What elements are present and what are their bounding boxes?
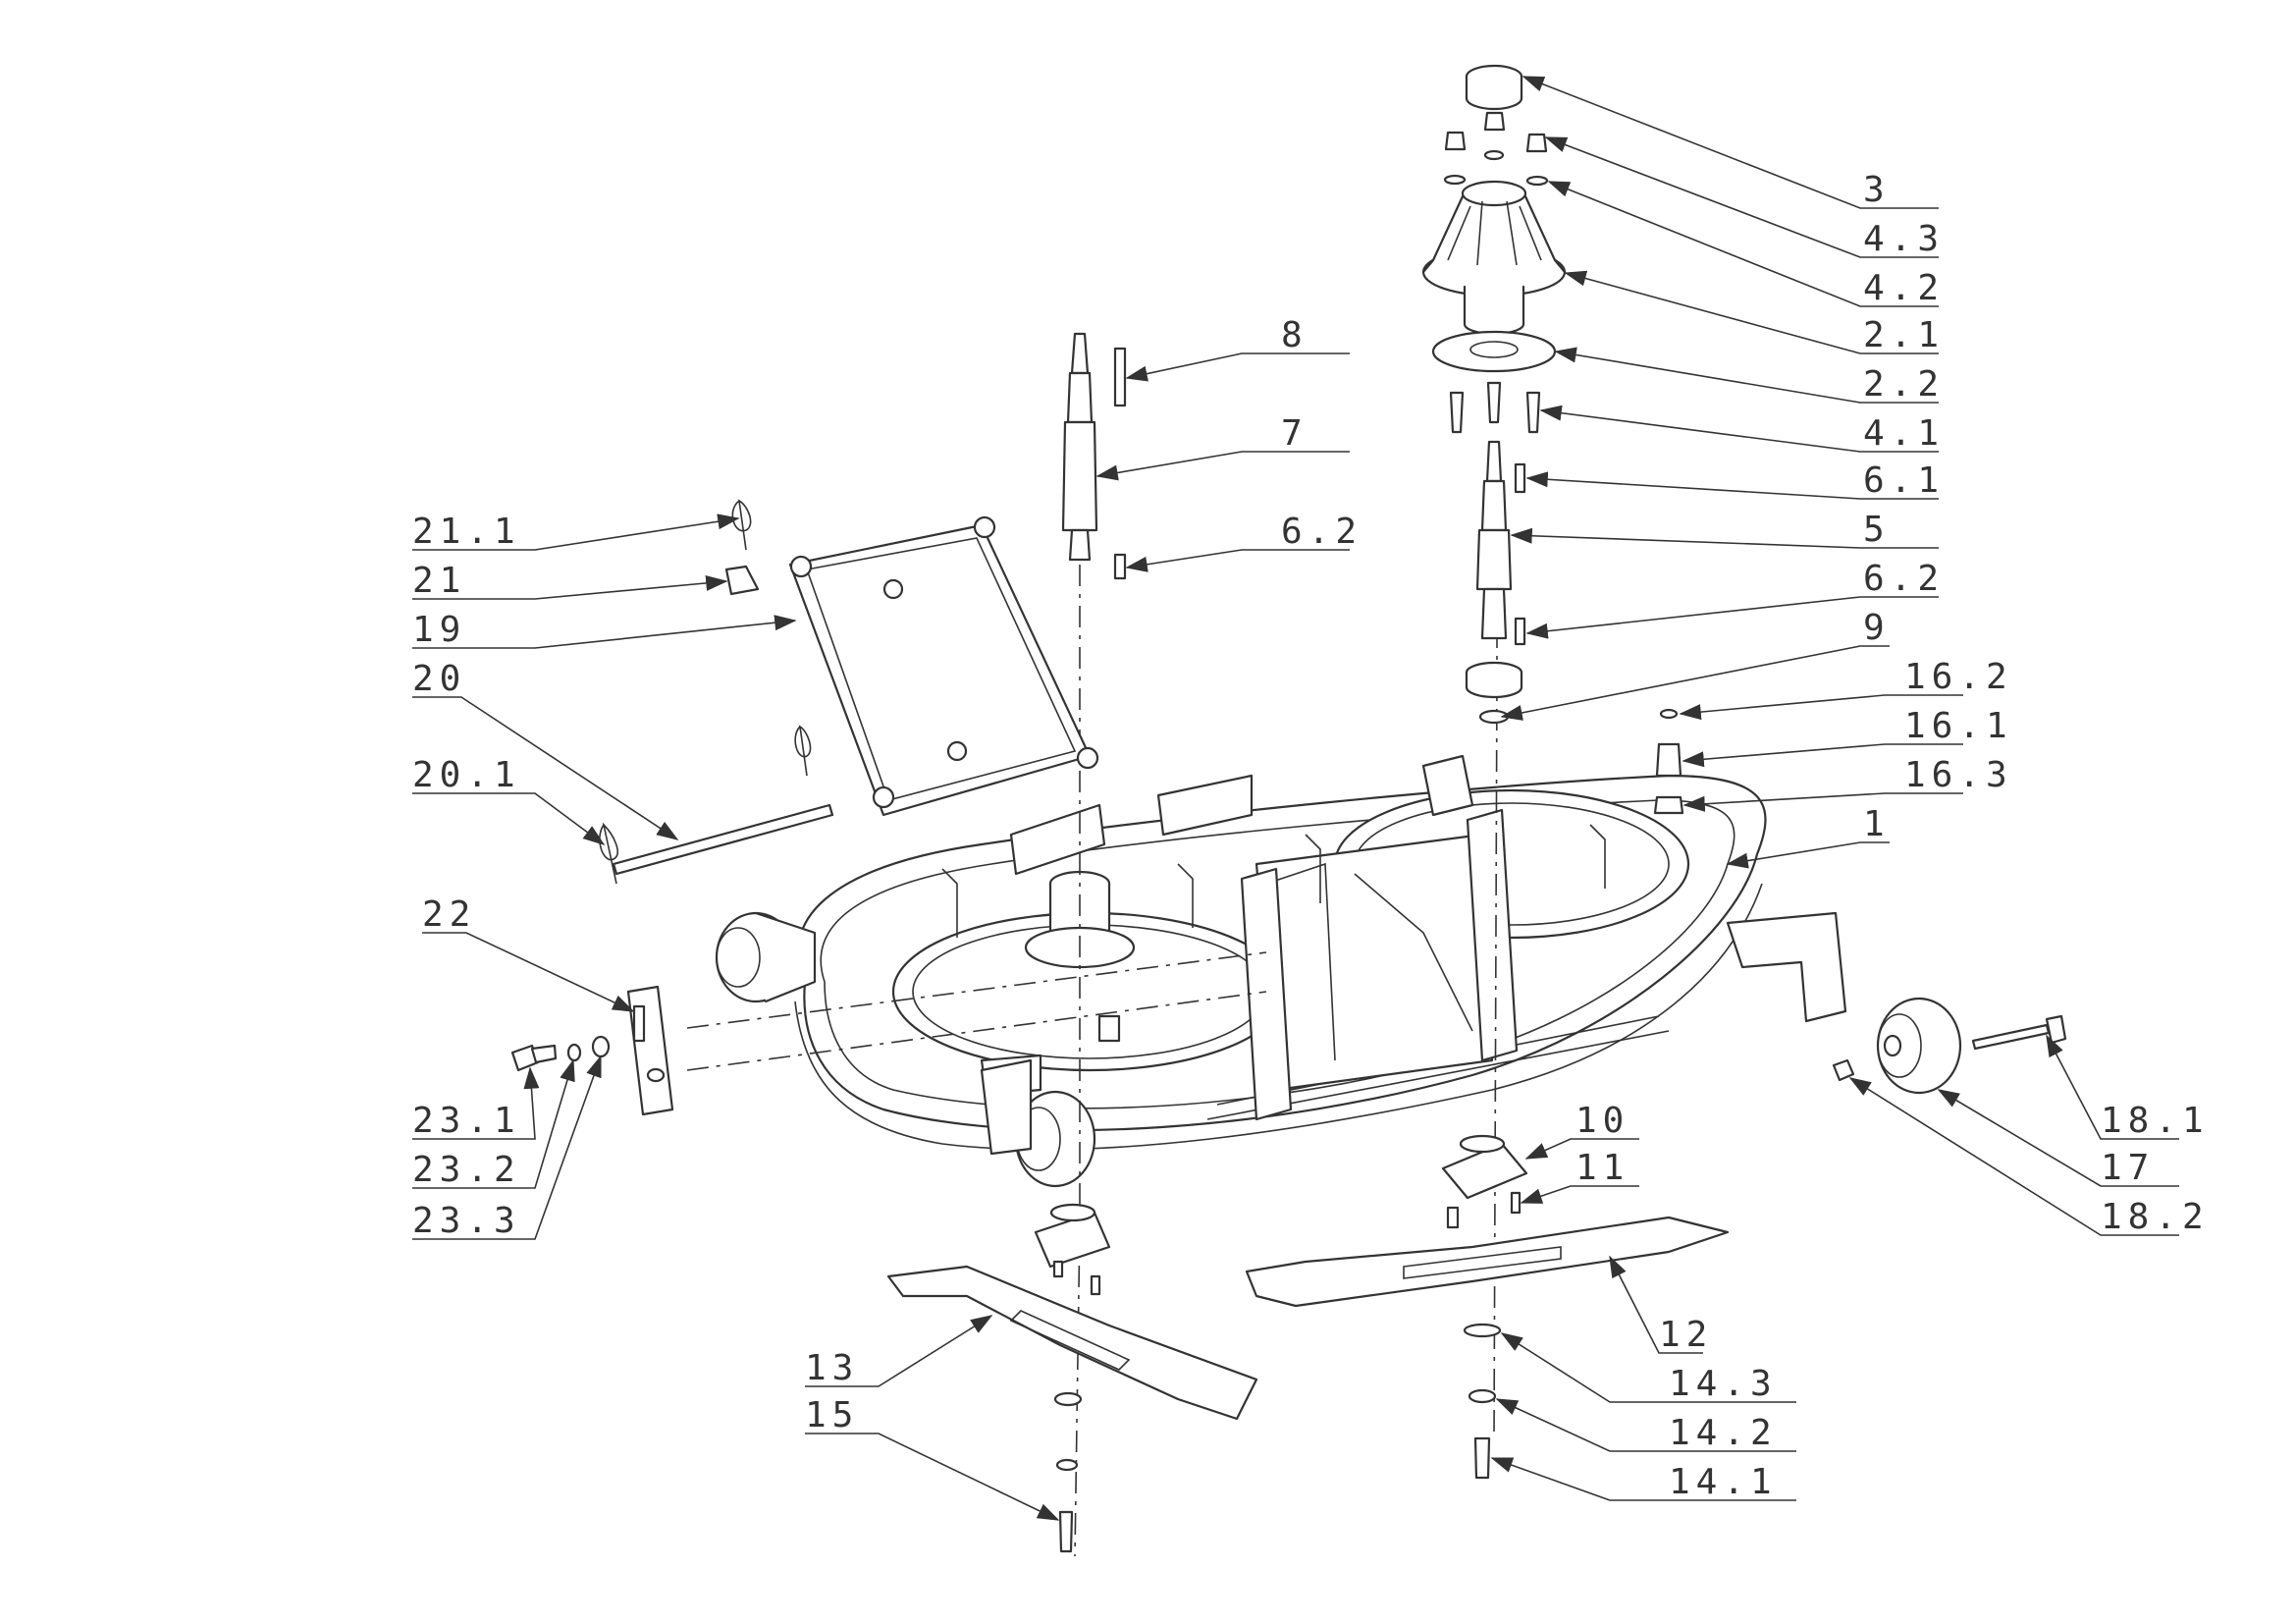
label-1: 1 xyxy=(1863,804,1891,844)
bolt-15 xyxy=(1058,1510,1074,1553)
spindle-pulley-3 xyxy=(1465,64,1523,111)
nut-23-3 xyxy=(591,1035,611,1058)
grease-fitting-16 xyxy=(1653,708,1684,815)
label-20-1: 20.1 xyxy=(412,755,521,795)
deck-hanger-plate-19 xyxy=(788,515,1099,817)
label-17: 17 xyxy=(2101,1148,2155,1188)
blade-13 xyxy=(886,1265,1258,1421)
hairpin-clip-lower xyxy=(794,725,812,777)
pivot-rod-20 xyxy=(612,803,834,876)
spindle-gasket-2-2 xyxy=(1431,330,1557,373)
label-14-3: 14.3 xyxy=(1669,1364,1778,1404)
label-14-2: 14.2 xyxy=(1669,1413,1778,1453)
label-11: 11 xyxy=(1575,1148,1629,1188)
label-3: 3 xyxy=(1863,170,1891,210)
spindle-housing-2-1 xyxy=(1421,180,1567,336)
bolt-14-1 xyxy=(1473,1436,1491,1480)
washer-23-2 xyxy=(566,1043,582,1062)
spindle-shaft-5 xyxy=(1475,440,1526,646)
label-23-1: 23.1 xyxy=(412,1101,521,1141)
label-6-2-right: 6.2 xyxy=(1863,559,1945,599)
blade-adapter-10 xyxy=(1441,1134,1528,1229)
label-10: 10 xyxy=(1575,1101,1629,1141)
label-14-1: 14.1 xyxy=(1669,1462,1778,1502)
label-22: 22 xyxy=(422,894,476,935)
label-23-3: 23.3 xyxy=(412,1201,521,1241)
hairpin-clip-20-1 xyxy=(599,822,618,885)
bracket-22 xyxy=(626,985,674,1116)
blade-hardware-right xyxy=(1463,1323,1502,1480)
label-20: 20 xyxy=(412,659,466,699)
label-16-1: 16.1 xyxy=(1904,706,2013,746)
leader-lines xyxy=(412,76,2179,1521)
shaft-key-8 xyxy=(1113,347,1127,407)
left-spindle-shaft xyxy=(1061,332,1127,580)
hinge-pin-21 xyxy=(724,565,760,596)
label-23-2: 23.2 xyxy=(412,1150,521,1190)
wheel-nut-18-2 xyxy=(1832,1058,1855,1082)
shaft-key-6-2-left xyxy=(1113,553,1127,580)
label-9: 9 xyxy=(1863,608,1891,648)
gauge-wheel-17 xyxy=(1876,997,1962,1095)
label-5: 5 xyxy=(1863,510,1891,550)
washer-14-3 xyxy=(1463,1323,1502,1338)
bearing-9 xyxy=(1465,661,1523,725)
label-6-2-left: 6.2 xyxy=(1281,512,1362,552)
deck-wheel-left-rear xyxy=(715,911,817,1003)
hairpin-clip-21-1 xyxy=(731,499,752,551)
shaft-key-6-1 xyxy=(1514,462,1526,494)
label-4-3: 4.3 xyxy=(1863,219,1945,259)
label-19: 19 xyxy=(412,610,466,650)
label-12: 12 xyxy=(1659,1315,1713,1355)
label-21: 21 xyxy=(412,561,466,601)
washer-14-2 xyxy=(1468,1388,1497,1404)
label-7: 7 xyxy=(1281,413,1308,454)
label-4-1: 4.1 xyxy=(1863,413,1945,454)
label-15: 15 xyxy=(805,1395,859,1435)
label-18-1: 18.1 xyxy=(2101,1101,2210,1141)
bolt-23-1 xyxy=(510,1044,558,1072)
spindle-nuts xyxy=(1443,111,1549,187)
label-21-1: 21.1 xyxy=(412,512,521,552)
blade-adapter-left xyxy=(1034,1203,1111,1296)
label-16-3: 16.3 xyxy=(1904,755,2013,795)
label-13: 13 xyxy=(805,1348,859,1388)
label-4-2: 4.2 xyxy=(1863,268,1945,308)
part-labels: 3 4.3 4.2 2.1 2.2 4.1 6.1 5 6.2 9 16.2 1… xyxy=(412,170,2210,1502)
shaft-key-6-2-right xyxy=(1514,617,1526,646)
label-6-1: 6.1 xyxy=(1863,460,1945,501)
label-2-2: 2.2 xyxy=(1863,364,1945,405)
label-2-1: 2.1 xyxy=(1863,315,1945,355)
blade-12 xyxy=(1245,1216,1730,1308)
spindle-bolts-4-1 xyxy=(1449,381,1541,434)
label-16-2: 16.2 xyxy=(1904,657,2013,697)
label-18-2: 18.2 xyxy=(2101,1197,2210,1237)
deck-wheel-left-front xyxy=(980,1058,1096,1188)
deck-housing xyxy=(794,754,1847,1151)
label-8: 8 xyxy=(1281,315,1308,355)
blade-hardware-left xyxy=(1053,1391,1083,1553)
